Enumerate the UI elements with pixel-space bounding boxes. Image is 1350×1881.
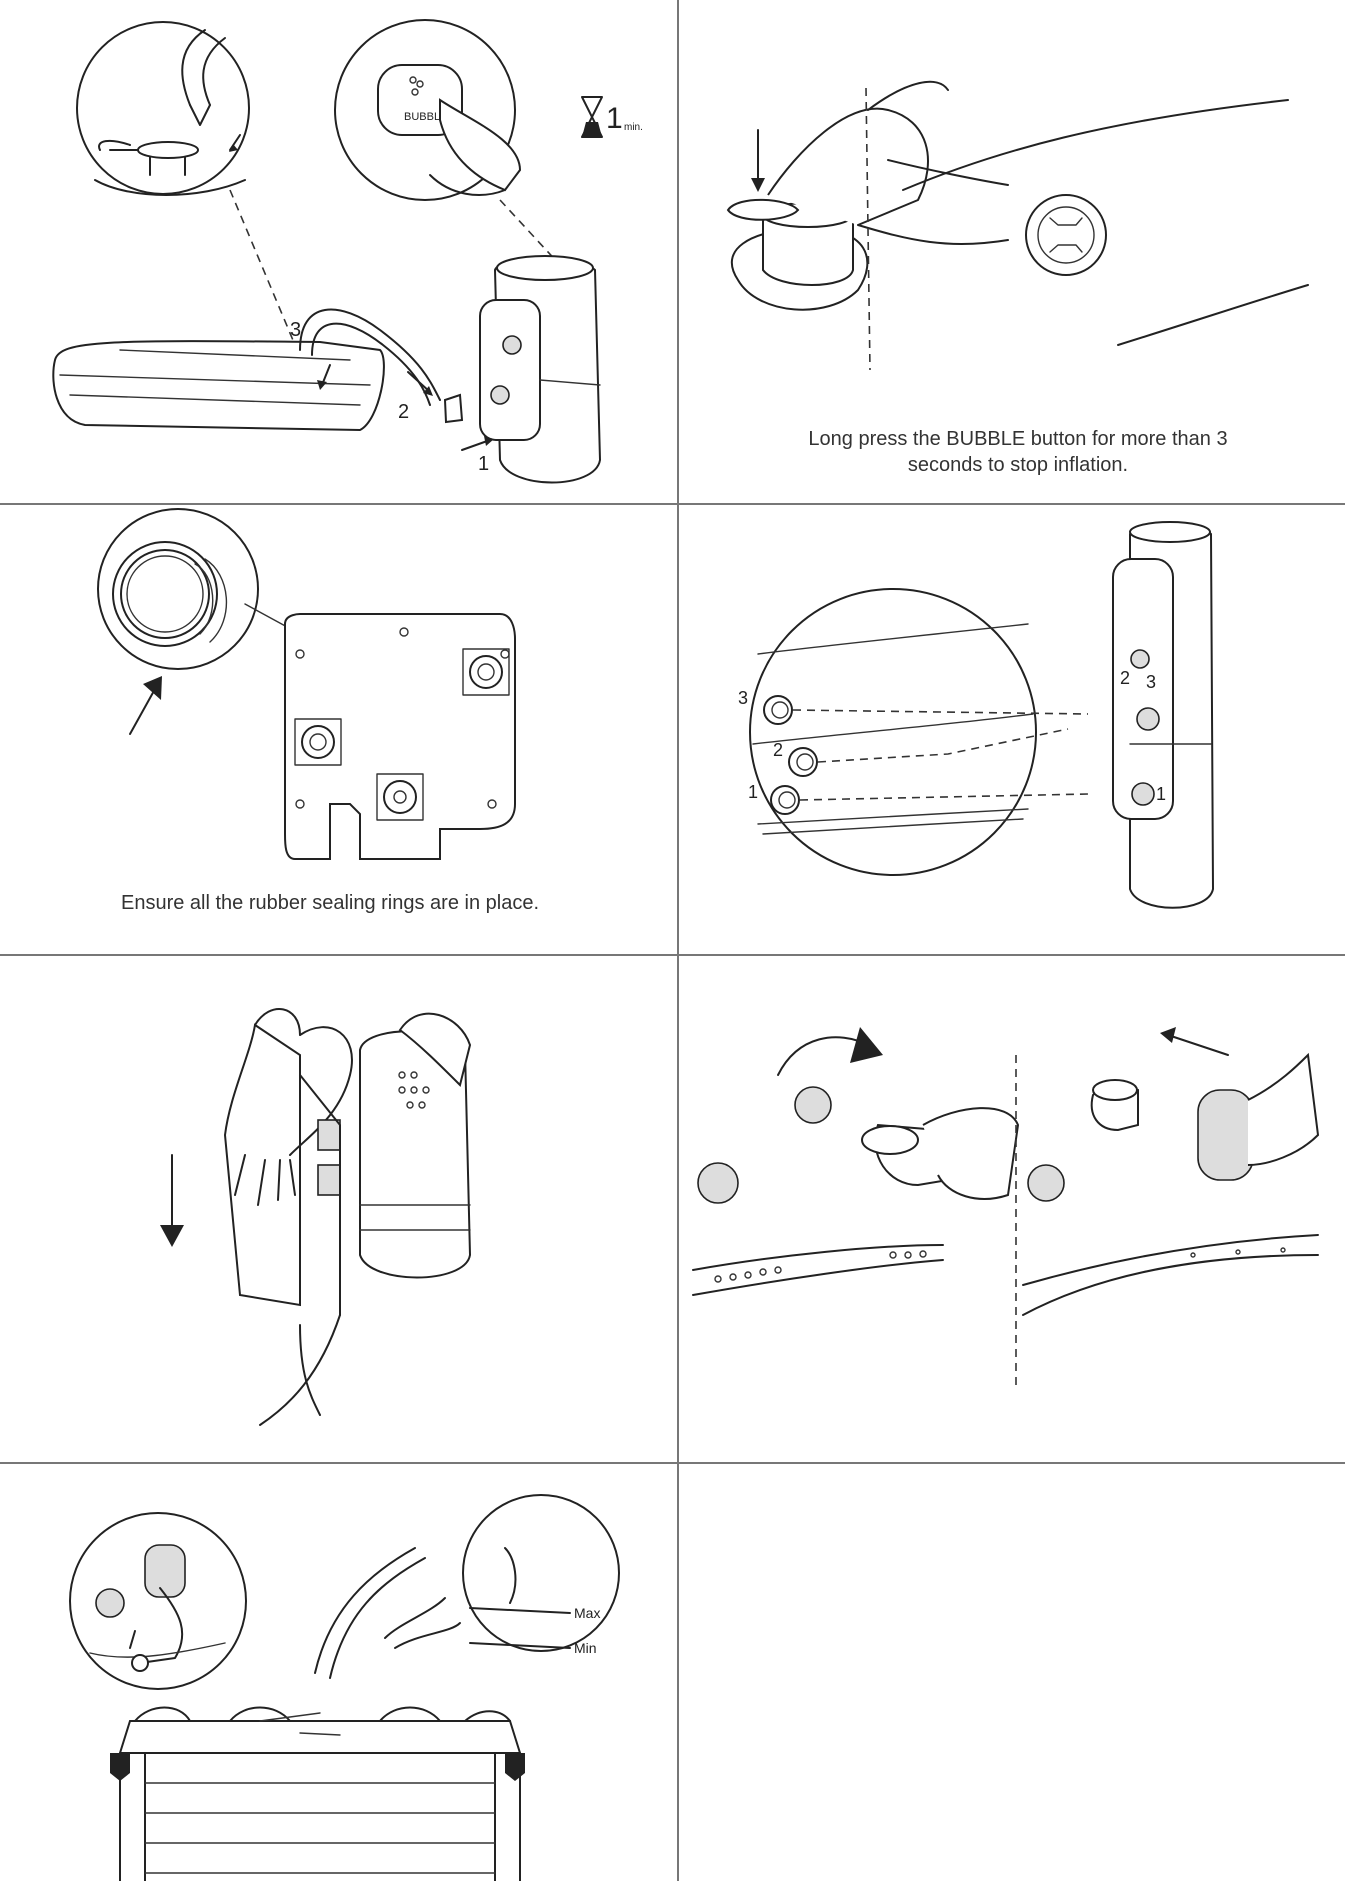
hand-icon [922,1107,1020,1200]
connector-2 [788,747,818,777]
left-label-1: 1 [748,782,758,802]
step-label-1: 1 [478,453,489,475]
mattress [52,340,385,432]
bubble-button-label: BUBBLE [404,111,447,123]
seals-caption: Ensure all the rubber sealing rings are … [120,892,540,914]
divider-horizontal-2 [0,954,1345,956]
connect-illustration: 3 2 1 3 2 1 [738,521,1215,909]
hourglass-icon [581,96,603,138]
divider-horizontal-3 [0,1462,1345,1464]
panel-filter [678,955,1345,1462]
stop-caption-line1: Long press the BUBBLE button for more th… [808,428,1228,450]
connector-1 [770,785,800,815]
filter-mesh-icon [697,1162,739,1204]
left-label-2: 2 [773,740,783,760]
filter-mesh-icon [1027,1164,1065,1202]
attach-illustration [160,1008,472,1426]
stop-caption: Long press the BUBBLE button for more th… [718,426,1318,478]
hand-icon [254,1008,301,1036]
right-label-3: 3 [1146,672,1156,692]
hand-icon [1247,1052,1320,1166]
filter-mesh-icon [794,1086,832,1124]
connector-3 [763,695,793,725]
panel-stop: Long press the BUBBLE button for more th… [678,0,1345,503]
magnifier-circle-icon [76,21,250,195]
magnifier-circle-icon [462,1494,620,1652]
pump-back-panel [284,613,516,860]
step-label-3: 3 [290,319,301,341]
hourglass-value: 1 [606,102,623,135]
divider-vertical [677,0,679,1881]
left-label-3: 3 [738,688,748,708]
panel-attach [0,955,677,1462]
arrow-icon [129,688,156,735]
magnifier-circle-icon [97,508,259,670]
stop-caption-line2: seconds to stop inflation. [907,454,1129,476]
inflate-illustration: BUBBLE 1 min. 1 2 [52,19,643,484]
stop-illustration [726,80,1309,371]
hand-icon [504,1547,517,1604]
panel-connect: 3 2 1 3 2 1 [678,504,1345,954]
hand-icon [767,107,929,226]
panel-fill: Max Min [0,1463,677,1881]
panel-seals: Ensure all the rubber sealing rings are … [0,504,677,954]
hand-icon [384,1597,461,1649]
seals-illustration [97,508,516,860]
filter-illustration [692,1027,1320,1385]
hourglass-unit: min. [624,122,643,133]
magnifier-circle-icon [749,588,1037,876]
step-label-2: 2 [398,401,409,423]
hand-icon [439,98,522,192]
panel-inflate: BUBBLE 1 min. 1 2 [0,0,677,503]
hand-icon [139,1587,184,1664]
divider-horizontal-1 [0,503,1345,505]
right-label-1: 1 [1156,784,1166,804]
max-label: Max [574,1605,600,1621]
magnifier-circle-icon [69,1512,247,1690]
min-label: Min [574,1640,597,1656]
panel-empty [678,1463,1345,1881]
fill-illustration: Max Min [69,1494,620,1881]
right-label-2: 2 [1120,668,1130,688]
magnifier-circle-icon [334,19,516,201]
pump-unit [359,1030,472,1279]
